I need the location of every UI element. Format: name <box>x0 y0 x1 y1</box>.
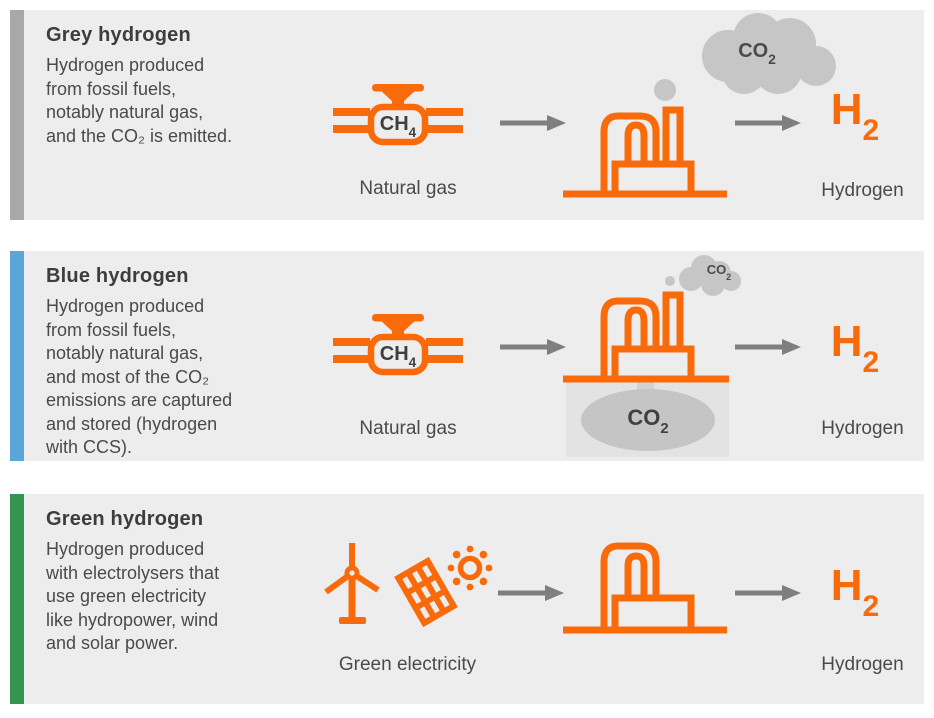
smoke-puff-icon <box>665 276 675 286</box>
co2-cloud-label: CO2 <box>738 40 776 67</box>
natural-gas-valve-icon <box>333 314 463 376</box>
blue-accent-bar <box>10 251 24 461</box>
green-accent-bar <box>10 494 24 704</box>
hydrogen-label: Hydrogen <box>821 180 904 201</box>
smoke-puff-icon <box>654 79 676 101</box>
co2-cloud-icon <box>702 13 836 94</box>
flow-arrow-icon <box>500 115 566 131</box>
flow-arrow-icon <box>735 115 801 131</box>
natural-gas-label: Natural gas <box>359 418 457 439</box>
hydrogen-label: Hydrogen <box>821 418 904 439</box>
panel-title: Green hydrogen <box>46 508 204 530</box>
hydrogen-label: Hydrogen <box>821 654 904 675</box>
panel-title: Grey hydrogen <box>46 24 191 46</box>
methane-formula: CH4 <box>379 342 417 370</box>
co2-cloud-icon <box>679 255 741 296</box>
flow-arrow-icon <box>735 339 801 355</box>
panel-blue-hydrogen: Blue hydrogen Hydrogen produced from fos… <box>10 251 924 461</box>
h2-symbol: H2 <box>830 85 880 147</box>
panel-green-hydrogen: Green hydrogen Hydrogen produced with el… <box>10 494 924 704</box>
wind-turbine-icon <box>324 543 380 624</box>
electrolyser-plant-icon <box>563 542 727 634</box>
green-electricity-label: Green electricity <box>338 654 477 675</box>
co2-cloud-label: CO2 <box>706 262 732 282</box>
solar-panel-icon <box>394 556 458 628</box>
h2-symbol: H2 <box>830 317 880 379</box>
co2-storage-label: CO2 <box>581 389 715 451</box>
flow-arrow-icon <box>735 585 801 601</box>
panel-description: Hydrogen produced with electrolysers tha… <box>46 539 220 653</box>
h2-symbol: H2 <box>830 561 880 623</box>
factory-icon <box>563 291 729 383</box>
natural-gas-valve-icon <box>333 84 463 146</box>
flow-arrow-icon <box>498 585 564 601</box>
panel-description: Hydrogen produced from fossil fuels, not… <box>46 296 233 457</box>
flow-arrow-icon <box>500 339 566 355</box>
natural-gas-label: Natural gas <box>359 178 457 199</box>
panel-title: Blue hydrogen <box>46 265 189 287</box>
factory-icon <box>563 106 727 198</box>
panel-grey-hydrogen: Grey hydrogen Hydrogen produced from fos… <box>10 10 924 220</box>
sun-icon <box>447 545 493 591</box>
panel-background <box>24 251 924 461</box>
grey-accent-bar <box>10 10 24 220</box>
panel-description: Hydrogen produced from fossil fuels, not… <box>46 55 233 146</box>
panel-background <box>24 494 924 704</box>
methane-formula: CH4 <box>379 112 417 140</box>
